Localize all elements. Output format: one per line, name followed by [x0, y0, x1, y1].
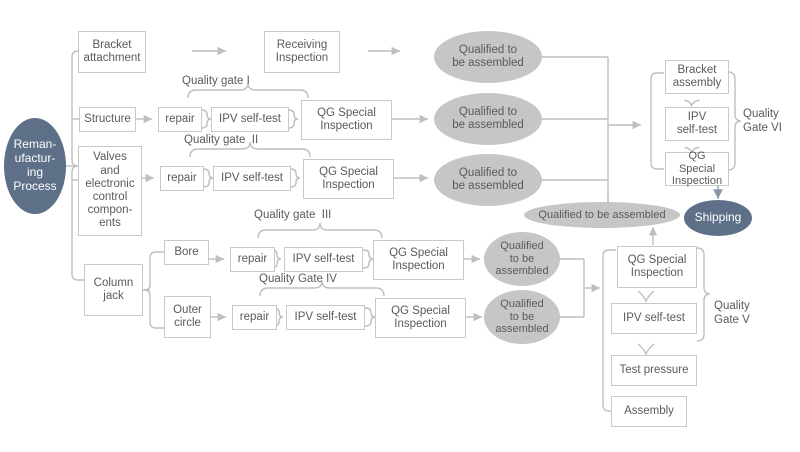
- status-node-label: Qualified to be assembled: [495, 298, 549, 336]
- process-box-test-pressure[interactable]: Test pressure: [611, 355, 697, 386]
- process-box-bore[interactable]: Bore: [164, 240, 209, 265]
- status-node-label: Qualified to be assembled: [495, 240, 549, 278]
- process-box-qg-special-inspection-gate6[interactable]: QG Special Inspection: [665, 150, 729, 188]
- gate-label-quality-gate-1: Quality gate I: [182, 75, 250, 87]
- status-node-qualified-to-be-assembled-outer-circle[interactable]: Qualified to be assembled: [484, 290, 560, 344]
- process-box-label: Assembly: [624, 404, 674, 417]
- process-box-ipv-self-test-structure[interactable]: IPV self-test: [211, 107, 289, 132]
- process-box-column-jack[interactable]: Column jack: [84, 264, 143, 316]
- process-box-qg-special-inspection-gate5[interactable]: QG Special Inspection: [617, 246, 697, 288]
- process-box-label: QG Special Inspection: [391, 304, 450, 330]
- start-node-remanufacturing-process[interactable]: Reman- ufactur- ing Process: [4, 118, 66, 214]
- process-box-label: IPV self-test: [221, 171, 283, 184]
- status-node-label: Qualified to be assembled: [452, 105, 524, 131]
- process-box-ipv-self-test-gate5[interactable]: IPV self-test: [611, 303, 697, 334]
- process-box-label: repair: [167, 171, 197, 184]
- gate-label-quality-gate-2: Quality gate II: [184, 134, 259, 146]
- process-box-qg-special-inspection-valves[interactable]: QG Special Inspection: [303, 159, 394, 199]
- process-box-label: IPV self-test: [219, 112, 281, 125]
- status-node-label: Qualified to be assembled: [538, 208, 666, 221]
- status-node-qualified-to-be-assembled-structure[interactable]: Qualified to be assembled: [434, 93, 542, 145]
- process-box-label: QG Special Inspection: [671, 150, 723, 188]
- process-box-label: IPV self-test: [294, 310, 357, 323]
- process-box-label: repair: [165, 112, 195, 125]
- status-node-qualified-to-be-assembled-valves[interactable]: Qualified to be assembled: [434, 154, 542, 206]
- process-box-bracket-attachment[interactable]: Bracket attachment: [78, 31, 146, 73]
- process-box-label: IPV self-test: [292, 252, 355, 265]
- process-box-ipv-self-test-gate6[interactable]: IPV self-test: [665, 107, 729, 141]
- process-box-label: Receiving Inspection: [275, 38, 329, 64]
- process-box-label: Column jack: [93, 276, 134, 302]
- process-box-label: IPV self-test: [676, 110, 718, 136]
- process-box-label: QG Special Inspection: [627, 253, 687, 279]
- process-box-label: Bracket attachment: [83, 38, 141, 64]
- process-box-label: Bracket assembly: [672, 63, 722, 89]
- gate-label-quality-gate-6: Quality Gate VI: [743, 108, 782, 134]
- gate-label-quality-gate-3: Quality gate III: [254, 209, 332, 221]
- process-box-label: QG Special Inspection: [317, 106, 376, 132]
- process-box-label: IPV self-test: [623, 311, 685, 324]
- start-node-label: Reman- ufactur- ing Process: [13, 137, 57, 193]
- process-box-label: QG Special Inspection: [389, 246, 448, 272]
- process-box-assembly[interactable]: Assembly: [611, 396, 687, 427]
- process-box-ipv-self-test-bore[interactable]: IPV self-test: [284, 247, 363, 272]
- process-box-repair-outer-circle[interactable]: repair: [232, 305, 277, 330]
- gate-label-quality-gate-5: Quality Gate V: [714, 300, 750, 326]
- process-box-label: QG Special Inspection: [319, 165, 378, 191]
- process-box-qg-special-inspection-bore[interactable]: QG Special Inspection: [373, 240, 464, 280]
- process-box-label: repair: [239, 310, 270, 323]
- process-box-qg-special-inspection-outer-circle[interactable]: QG Special Inspection: [375, 298, 466, 338]
- process-box-label: Valves and electronic control compon- en…: [85, 151, 135, 230]
- status-node-qualified-to-be-assembled-bracket[interactable]: Qualified to be assembled: [434, 31, 542, 83]
- process-box-ipv-self-test-outer-circle[interactable]: IPV self-test: [286, 305, 365, 330]
- process-box-outer-circle[interactable]: Outer circle: [164, 296, 211, 338]
- process-box-bracket-assembly[interactable]: Bracket assembly: [665, 60, 729, 94]
- process-box-structure[interactable]: Structure: [79, 107, 136, 132]
- status-node-qualified-to-be-assembled-final[interactable]: Qualified to be assembled: [524, 202, 680, 228]
- process-box-repair-structure[interactable]: repair: [158, 107, 202, 132]
- process-box-label: repair: [237, 252, 268, 265]
- process-box-ipv-self-test-valves[interactable]: IPV self-test: [213, 166, 291, 191]
- gate-label-quality-gate-4: Quality Gate IV: [259, 273, 337, 285]
- process-box-repair-bore[interactable]: repair: [230, 247, 275, 272]
- process-box-label: Test pressure: [619, 363, 689, 376]
- end-node-shipping[interactable]: Shipping: [684, 200, 752, 236]
- status-node-label: Qualified to be assembled: [452, 43, 524, 69]
- process-box-label: Structure: [84, 112, 131, 125]
- end-node-label: Shipping: [694, 210, 742, 225]
- process-box-label: Bore: [174, 245, 199, 258]
- status-node-label: Qualified to be assembled: [452, 166, 524, 192]
- process-box-valves-and-electronic-control-components[interactable]: Valves and electronic control compon- en…: [78, 146, 142, 236]
- process-box-label: Outer circle: [173, 303, 202, 329]
- status-node-qualified-to-be-assembled-bore[interactable]: Qualified to be assembled: [484, 232, 560, 286]
- process-box-qg-special-inspection-structure[interactable]: QG Special Inspection: [301, 100, 392, 140]
- process-box-repair-valves[interactable]: repair: [160, 166, 204, 191]
- process-box-receiving-inspection[interactable]: Receiving Inspection: [264, 31, 340, 73]
